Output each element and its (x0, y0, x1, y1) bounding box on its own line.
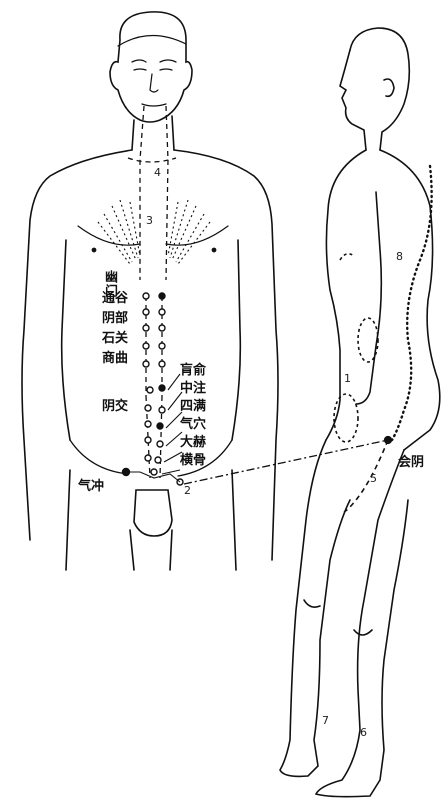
channel-number-5: 5 (370, 472, 377, 485)
channel-number-4: 4 (154, 166, 161, 179)
channel-number-3: 3 (146, 214, 153, 227)
channel-number-2: 2 (184, 484, 191, 497)
chest-feathers (98, 200, 210, 264)
label-henggu: 横骨 (180, 454, 206, 468)
label-huiyin: 会阴 (398, 456, 424, 470)
label-huangshu: 肓俞 (180, 364, 206, 378)
channel-number-8: 8 (396, 250, 403, 263)
channel-number-6: 6 (360, 726, 367, 739)
label-siman: 四满 (180, 400, 206, 414)
label-shangqu: 商曲 (102, 352, 128, 366)
label-zhongzhu: 中注 (180, 382, 206, 396)
label-qichong: 气冲 (78, 480, 104, 494)
channel-number-7: 7 (322, 714, 329, 727)
label-qixue: 气穴 (180, 418, 206, 432)
front-figure (22, 12, 278, 570)
label-leaders (126, 374, 182, 482)
label-tonggu: 通谷 (102, 292, 128, 306)
label-yinjiao: 阴交 (102, 400, 128, 414)
label-yindu: 阴部 (102, 312, 128, 326)
channel-number-1: 1 (344, 372, 351, 385)
label-shiguan: 石关 (102, 332, 128, 346)
side-figure (280, 28, 440, 797)
front-channel-dashed (128, 106, 176, 478)
label-dahe: 大赫 (180, 436, 206, 450)
